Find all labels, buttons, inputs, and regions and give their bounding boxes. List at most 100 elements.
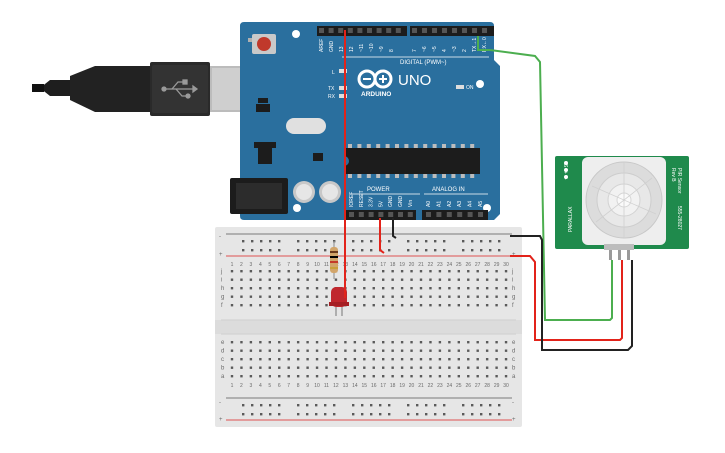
header-pin[interactable] <box>338 28 344 33</box>
header-pin[interactable] <box>398 212 403 217</box>
breadboard-hole[interactable] <box>489 404 492 407</box>
breadboard-hole[interactable] <box>382 304 385 307</box>
breadboard-hole[interactable] <box>504 295 508 298</box>
breadboard-hole[interactable] <box>448 349 451 352</box>
breadboard-hole[interactable] <box>230 287 234 290</box>
breadboard-hole[interactable] <box>240 375 243 378</box>
breadboard-hole[interactable] <box>230 304 234 307</box>
breadboard-hole[interactable] <box>382 375 385 378</box>
breadboard-hole[interactable] <box>448 366 451 369</box>
breadboard-hole[interactable] <box>438 304 442 307</box>
breadboard-hole[interactable] <box>485 287 489 290</box>
breadboard-hole[interactable] <box>260 249 263 252</box>
breadboard-hole[interactable] <box>334 375 338 378</box>
breadboard-hole[interactable] <box>278 278 281 281</box>
breadboard-hole[interactable] <box>363 341 366 344</box>
breadboard-hole[interactable] <box>498 240 501 243</box>
breadboard-hole[interactable] <box>419 295 423 298</box>
breadboard-hole[interactable] <box>379 413 382 416</box>
breadboard-hole[interactable] <box>353 287 357 290</box>
breadboard-hole[interactable] <box>249 366 253 369</box>
breadboard-hole[interactable] <box>495 287 498 290</box>
header-pin[interactable] <box>452 28 457 33</box>
breadboard-hole[interactable] <box>443 404 446 407</box>
header-pin[interactable] <box>386 28 392 33</box>
breadboard-hole[interactable] <box>419 304 423 307</box>
breadboard-hole[interactable] <box>382 349 385 352</box>
breadboard-hole[interactable] <box>495 270 498 273</box>
breadboard-hole[interactable] <box>370 413 373 416</box>
breadboard-hole[interactable] <box>476 304 479 307</box>
breadboard-hole[interactable] <box>242 249 245 252</box>
breadboard-hole[interactable] <box>259 366 262 369</box>
breadboard-hole[interactable] <box>391 358 394 361</box>
breadboard-hole[interactable] <box>352 240 355 243</box>
breadboard-hole[interactable] <box>230 341 234 344</box>
breadboard-hole[interactable] <box>287 341 290 344</box>
breadboard-hole[interactable] <box>429 278 432 281</box>
breadboard-hole[interactable] <box>370 240 373 243</box>
breadboard-hole[interactable] <box>448 287 451 290</box>
breadboard-hole[interactable] <box>251 413 254 416</box>
breadboard-hole[interactable] <box>240 278 243 281</box>
breadboard-hole[interactable] <box>230 358 234 361</box>
breadboard-hole[interactable] <box>504 358 508 361</box>
header-pin[interactable] <box>328 28 334 33</box>
breadboard-hole[interactable] <box>448 358 451 361</box>
breadboard-hole[interactable] <box>334 278 338 281</box>
breadboard-hole[interactable] <box>467 358 470 361</box>
header-pin[interactable] <box>376 28 382 33</box>
breadboard-hole[interactable] <box>361 413 364 416</box>
breadboard-hole[interactable] <box>400 304 404 307</box>
breadboard-hole[interactable] <box>485 349 489 352</box>
breadboard-hole[interactable] <box>344 358 347 361</box>
breadboard-hole[interactable] <box>448 341 451 344</box>
breadboard-hole[interactable] <box>325 358 328 361</box>
breadboard-hole[interactable] <box>230 270 234 273</box>
breadboard-hole[interactable] <box>240 270 243 273</box>
breadboard-hole[interactable] <box>407 240 410 243</box>
breadboard-hole[interactable] <box>269 413 272 416</box>
breadboard-hole[interactable] <box>370 404 373 407</box>
breadboard-hole[interactable] <box>419 278 423 281</box>
breadboard-hole[interactable] <box>278 404 281 407</box>
breadboard-hole[interactable] <box>410 375 413 378</box>
header-pin[interactable] <box>378 212 384 217</box>
breadboard-hole[interactable] <box>379 404 382 407</box>
breadboard-hole[interactable] <box>333 413 336 416</box>
breadboard-hole[interactable] <box>344 349 347 352</box>
breadboard-hole[interactable] <box>485 278 489 281</box>
breadboard-hole[interactable] <box>344 366 347 369</box>
breadboard-hole[interactable] <box>485 270 489 273</box>
breadboard-hole[interactable] <box>400 341 404 344</box>
breadboard-hole[interactable] <box>334 341 338 344</box>
breadboard-hole[interactable] <box>363 287 366 290</box>
breadboard-hole[interactable] <box>363 358 366 361</box>
breadboard-hole[interactable] <box>315 413 318 416</box>
breadboard-hole[interactable] <box>296 304 300 307</box>
breadboard-hole[interactable] <box>382 366 385 369</box>
breadboard-hole[interactable] <box>315 366 319 369</box>
header-pin[interactable] <box>367 28 372 33</box>
breadboard-hole[interactable] <box>504 287 508 290</box>
breadboard-hole[interactable] <box>416 404 419 407</box>
breadboard-hole[interactable] <box>287 278 290 281</box>
breadboard-hole[interactable] <box>353 375 357 378</box>
breadboard-hole[interactable] <box>296 358 300 361</box>
breadboard-hole[interactable] <box>306 249 309 252</box>
breadboard-hole[interactable] <box>504 270 508 273</box>
header-pin[interactable] <box>462 28 467 33</box>
breadboard-hole[interactable] <box>363 366 366 369</box>
breadboard-hole[interactable] <box>249 358 253 361</box>
breadboard-hole[interactable] <box>352 413 355 416</box>
breadboard-hole[interactable] <box>259 375 262 378</box>
breadboard-hole[interactable] <box>480 404 483 407</box>
breadboard-hole[interactable] <box>485 295 489 298</box>
breadboard-hole[interactable] <box>476 341 479 344</box>
breadboard-hole[interactable] <box>410 278 413 281</box>
breadboard-hole[interactable] <box>278 240 281 243</box>
breadboard-hole[interactable] <box>268 366 271 369</box>
breadboard-hole[interactable] <box>361 249 364 252</box>
breadboard-hole[interactable] <box>297 249 300 252</box>
breadboard-hole[interactable] <box>306 358 309 361</box>
